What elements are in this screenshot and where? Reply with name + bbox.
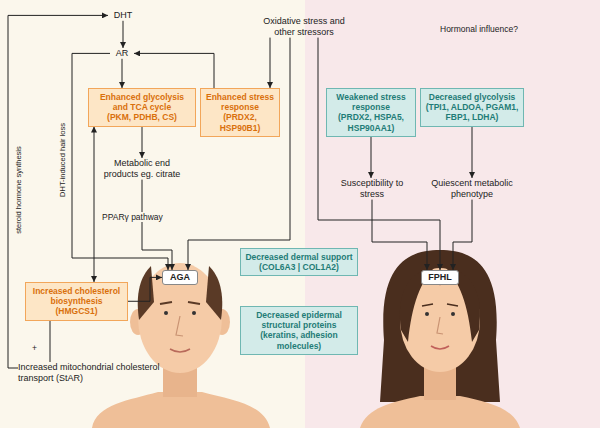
node-text: Decreased epidermal structural proteins [245, 310, 353, 330]
connector-arrow [122, 59, 123, 88]
connector-group [8, 15, 472, 368]
gene-list: (PKM, PDHB, CS) [93, 112, 191, 122]
node-text: Susceptibility to stress [330, 178, 414, 200]
connector-arrow [142, 127, 143, 158]
connector-arrow [188, 38, 290, 270]
receptor-label: AR [110, 48, 134, 59]
head-drawing [192, 311, 196, 315]
connector-arrow [453, 200, 472, 270]
node-text: Enhanced stress response [205, 92, 275, 112]
head-drawing [164, 311, 168, 315]
connector-arrow [134, 53, 214, 88]
node-text: AGA [166, 272, 194, 283]
connector-arrow [318, 38, 440, 270]
fphl-panel [305, 0, 600, 428]
head-drawing [422, 304, 458, 306]
head-drawing [176, 316, 183, 336]
node-text: Increased mitochondrial cholesterol tran… [18, 362, 168, 384]
node-text: Weakened stress response [331, 92, 411, 112]
node-text: AR [110, 48, 134, 59]
head-drawing [431, 346, 449, 349]
connector-arrow [142, 180, 172, 270]
node-text: Enhanced glycolysis and TCA cycle [93, 92, 191, 112]
node-text: Decreased glycolysis [425, 92, 519, 102]
outcome-label: Susceptibility to stress [330, 178, 414, 200]
head-drawing [380, 250, 500, 402]
hormone-label: DHT [108, 10, 138, 21]
connector-arrow [472, 127, 473, 178]
pathway-label: DHT-induced hair loss [58, 123, 67, 197]
head-drawing [138, 266, 154, 320]
node-text: Oxidative stress and other stressors [262, 16, 346, 38]
head-drawing [206, 266, 222, 320]
head-drawing [360, 396, 520, 428]
gene-list: (HMGCS1) [30, 306, 123, 316]
node-text: DHT [108, 10, 138, 21]
node-text: FPHL [425, 272, 455, 283]
head-drawing [437, 317, 443, 334]
gene-list: (PRDX2, HSP90B1) [205, 112, 275, 132]
pathway-box: Enhanced glycolysis and TCA cycle(PKM, P… [88, 88, 196, 127]
gene-list: (PRDX2, HSPA5, HSP90AA1) [331, 112, 411, 132]
connector-arrow [50, 321, 51, 362]
head-drawing [451, 312, 455, 316]
node-text: Quiescent metabolic phenotype [430, 178, 514, 200]
condition-tag: FPHL [421, 270, 459, 285]
head-drawing [170, 349, 190, 352]
connector-arrow [94, 127, 95, 282]
head-drawing [138, 263, 222, 373]
pathway-box: Decreased dermal support(COL6A3 | COL1A2… [240, 248, 358, 276]
gene-list: (TPI1, ALDOA, PGAM1, FBP1, LDHA) [425, 102, 519, 122]
connector-arrow [123, 21, 124, 48]
note-label: Hormonal influence? [440, 24, 518, 34]
aga-panel [0, 0, 305, 428]
connector-arrow [128, 277, 162, 301]
pathway-box: Enhanced stress response(PRDX2, HSP90B1) [200, 88, 280, 137]
pathway-box: Increased cholesterol biosynthesis(HMGCS… [25, 282, 128, 321]
condition-tag: AGA [162, 270, 198, 285]
outcome-label: Quiescent metabolic phenotype [430, 178, 514, 200]
head-drawing [425, 312, 429, 316]
node-text: Decreased dermal support [245, 252, 353, 262]
node-text: Increased cholesterol biosynthesis [30, 286, 123, 306]
female-head [360, 250, 520, 428]
gene-list: (COL6A3 | COL1A2) [245, 262, 353, 272]
pathway-box: Weakened stress response(PRDX2, HSPA5, H… [326, 88, 416, 137]
pathway-label: PPARγ pathway [100, 212, 165, 222]
node-text: Metabolic end products eg. citrate [100, 158, 184, 180]
pathway-box: Decreased epidermal structural proteins(… [240, 306, 358, 355]
connector-arrow [371, 137, 372, 178]
head-drawing [160, 302, 200, 304]
connector-arrow [372, 200, 427, 270]
connector-arrow [270, 38, 271, 88]
product-label: Metabolic end products eg. citrate [100, 158, 184, 180]
stressor-label: Oxidative stress and other stressors [262, 16, 346, 38]
plus-sign: + [32, 343, 37, 353]
pathway-label: steroid hormone synthesis [14, 146, 23, 234]
transport-label: Increased mitochondrial cholesterol tran… [18, 362, 168, 384]
head-drawing [92, 392, 270, 428]
pathway-box: Decreased glycolysis(TPI1, ALDOA, PGAM1,… [420, 88, 524, 127]
gene-list: (keratins, adhesion molecules) [245, 330, 353, 350]
